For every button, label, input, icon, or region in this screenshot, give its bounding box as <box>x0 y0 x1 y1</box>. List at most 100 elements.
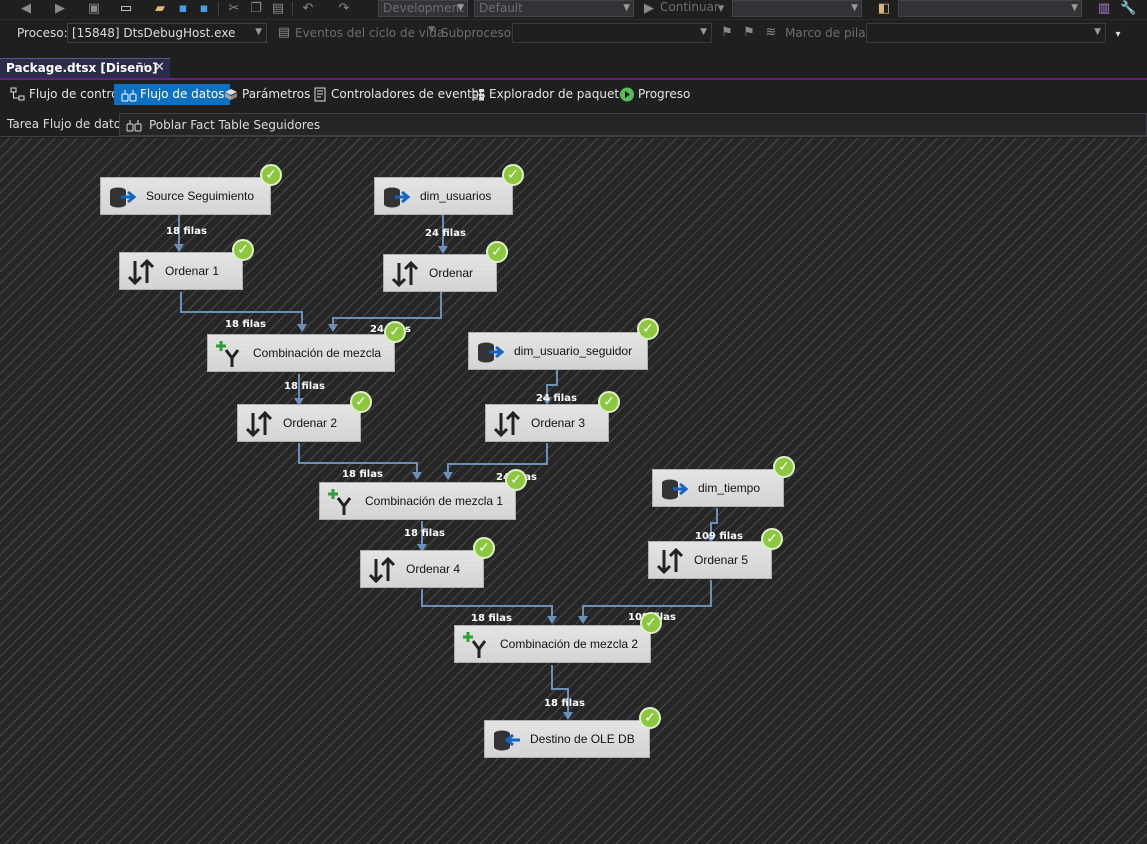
component-label: Source Seguimiento <box>146 189 255 203</box>
sort-icon <box>127 258 155 286</box>
tab-progress-label: Progreso <box>638 87 691 101</box>
component-ordenar-2[interactable]: Ordenar 2 <box>237 404 361 442</box>
continue-button[interactable]: Continuar <box>660 0 719 14</box>
component-dim-tiempo[interactable]: dim_tiempo <box>652 469 784 507</box>
component-combinacion-de-mezcla[interactable]: Combinación de mezcla <box>207 334 395 372</box>
component-label: Ordenar 4 <box>406 562 461 576</box>
sort-icon <box>245 410 273 438</box>
row-count-label: 18 filas <box>284 381 325 392</box>
document-tab[interactable]: Package.dtsx [Diseño] ⊣ ✕ <box>0 58 170 78</box>
tab-control-flow-label: Flujo de control <box>29 87 122 101</box>
tab-control-flow[interactable]: Flujo de control <box>3 84 128 105</box>
process-combo[interactable]: [15848] DtsDebugHost.exe▼ <box>67 23 267 43</box>
data-flow-task-combo[interactable]: Poblar Fact Table Seguidores <box>119 113 1147 136</box>
success-check-icon: ✓ <box>232 239 254 261</box>
tab-package-explorer[interactable]: Explorador de paquetes <box>463 84 639 105</box>
tab-event-handlers[interactable]: Controladores de eventos <box>305 84 491 105</box>
path-sort2-to-merge1 <box>298 443 418 478</box>
component-ordenar-1[interactable]: Ordenar 1 <box>119 252 243 290</box>
extension-icon[interactable]: ▥ <box>1097 1 1111 16</box>
tab-progress[interactable]: Progreso <box>612 84 696 105</box>
success-check-icon: ✓ <box>473 537 495 559</box>
component-label: Combinación de mezcla 1 <box>365 494 504 508</box>
row-count-label: 18 filas <box>225 319 266 330</box>
component-ordenar-5[interactable]: Ordenar 5 <box>648 541 772 579</box>
source-icon <box>384 187 411 208</box>
close-icon[interactable]: ✕ <box>154 60 165 75</box>
sort-icon <box>368 556 396 584</box>
path-merge2-to-destination <box>551 665 569 718</box>
toolbar-overflow-icon[interactable]: ▾ <box>1115 29 1121 40</box>
component-ordenar-4[interactable]: Ordenar 4 <box>360 550 484 588</box>
thread-combo[interactable]: ▼ <box>512 23 712 43</box>
new-project-icon[interactable]: ▣ <box>87 1 101 16</box>
stack-frame-label: Marco de pila: <box>785 26 870 40</box>
lifecycle-events-icon[interactable]: ▤ <box>277 25 291 40</box>
component-ordenar-3[interactable]: Ordenar 3 <box>485 404 609 442</box>
new-item-icon[interactable]: ▭ <box>119 1 133 16</box>
tab-event-handlers-label: Controladores de eventos <box>331 87 486 101</box>
tools-wrench-icon[interactable]: 🔧 <box>1120 1 1137 16</box>
document-tab-strip: Package.dtsx [Diseño] ⊣ ✕ <box>0 58 1147 80</box>
component-dim-usuarios[interactable]: dim_usuarios <box>374 177 513 215</box>
tab-parameters-label: Parámetros <box>242 87 311 101</box>
platform-combo[interactable]: Default▼ <box>474 0 634 17</box>
path-sort4-to-merge2 <box>421 589 553 622</box>
source-icon <box>662 479 689 500</box>
copy-icon[interactable]: ❐ <box>250 1 262 16</box>
success-check-icon: ✓ <box>637 318 659 340</box>
debug-location-toolbar: Proceso: [15848] DtsDebugHost.exe▼ ▤ Eve… <box>0 20 1147 46</box>
component-dim-usuario-seguidor[interactable]: dim_usuario_seguidor <box>468 332 648 370</box>
redo-icon[interactable]: ↷ <box>338 1 350 16</box>
tab-package-explorer-label: Explorador de paquetes <box>489 87 633 101</box>
success-check-icon: ✓ <box>505 469 527 491</box>
solution-explorer-icon[interactable]: ◧ <box>877 1 891 16</box>
data-flow-canvas[interactable]: 18 filas 24 filas 18 filas 24 filas 18 f… <box>0 138 1147 844</box>
find-combo[interactable]: ▼ <box>898 0 1082 17</box>
flag-all-icon[interactable]: ⚑ <box>743 25 755 40</box>
row-count-label: 18 filas <box>471 613 512 624</box>
back-icon[interactable]: ◀ <box>21 1 31 16</box>
lifecycle-events-label[interactable]: Eventos del ciclo de vida <box>295 26 445 40</box>
destination-icon <box>494 730 520 751</box>
success-check-icon: ✓ <box>761 528 783 550</box>
tab-parameters[interactable]: Parámetros <box>216 84 316 105</box>
row-count-label: 24 filas <box>425 228 466 239</box>
path-dimusuarioseguidor-to-sort3 <box>546 370 558 403</box>
forward-icon[interactable]: ▶ <box>55 1 65 16</box>
open-folder-icon[interactable]: ▰ <box>155 1 165 16</box>
process-label: Proceso: <box>17 26 68 40</box>
paste-icon[interactable]: ▤ <box>271 1 285 16</box>
component-combinacion-de-mezcla-2[interactable]: Combinación de mezcla 2 <box>454 625 651 663</box>
data-flow-task-label: Tarea Flujo de datos: <box>7 117 132 131</box>
save-all-icon[interactable]: ▪ <box>199 1 209 16</box>
configuration-combo[interactable]: Development▼ <box>378 0 468 17</box>
flag-icon[interactable]: ⚑ <box>721 25 733 40</box>
component-ordenar[interactable]: Ordenar <box>383 254 497 292</box>
row-count-label: 18 filas <box>404 528 445 539</box>
component-source-seguimiento[interactable]: Source Seguimiento <box>100 177 271 215</box>
cut-icon[interactable]: ✂ <box>228 1 240 16</box>
designer-tab-bar: Flujo de control Flujo de datos Parámetr… <box>0 82 1147 108</box>
stack-frame-combo[interactable]: ▼ <box>866 23 1106 43</box>
component-label: Ordenar 1 <box>165 264 220 278</box>
row-count-label: 24 filas <box>536 393 577 404</box>
lifecycle-dropdown-icon[interactable]: ▼ <box>428 25 435 35</box>
play-icon[interactable]: ▶ <box>644 1 654 16</box>
show-threads-icon[interactable]: ≋ <box>765 25 777 40</box>
component-combinacion-de-mezcla-1[interactable]: Combinación de mezcla 1 <box>319 482 516 520</box>
debug-target-combo[interactable]: ▼ <box>732 0 862 17</box>
data-flow-task-bar: Tarea Flujo de datos: Poblar Fact Table … <box>0 111 1147 137</box>
tab-data-flow[interactable]: Flujo de datos <box>114 84 231 105</box>
component-destino-ole-db[interactable]: Destino de OLE DB <box>484 720 650 758</box>
success-check-icon: ✓ <box>486 241 508 263</box>
save-icon[interactable]: ▪ <box>178 1 188 16</box>
pin-icon[interactable]: ⊣ <box>137 62 146 73</box>
continue-dropdown-icon[interactable]: ▾ <box>717 1 725 16</box>
path-dimtiempo-to-sort5 <box>710 508 718 541</box>
component-label: dim_usuario_seguidor <box>514 344 633 358</box>
sort-icon <box>656 547 684 575</box>
success-check-icon: ✓ <box>350 391 372 413</box>
undo-icon[interactable]: ↶ <box>302 1 314 16</box>
row-count-label: 18 filas <box>342 469 383 480</box>
